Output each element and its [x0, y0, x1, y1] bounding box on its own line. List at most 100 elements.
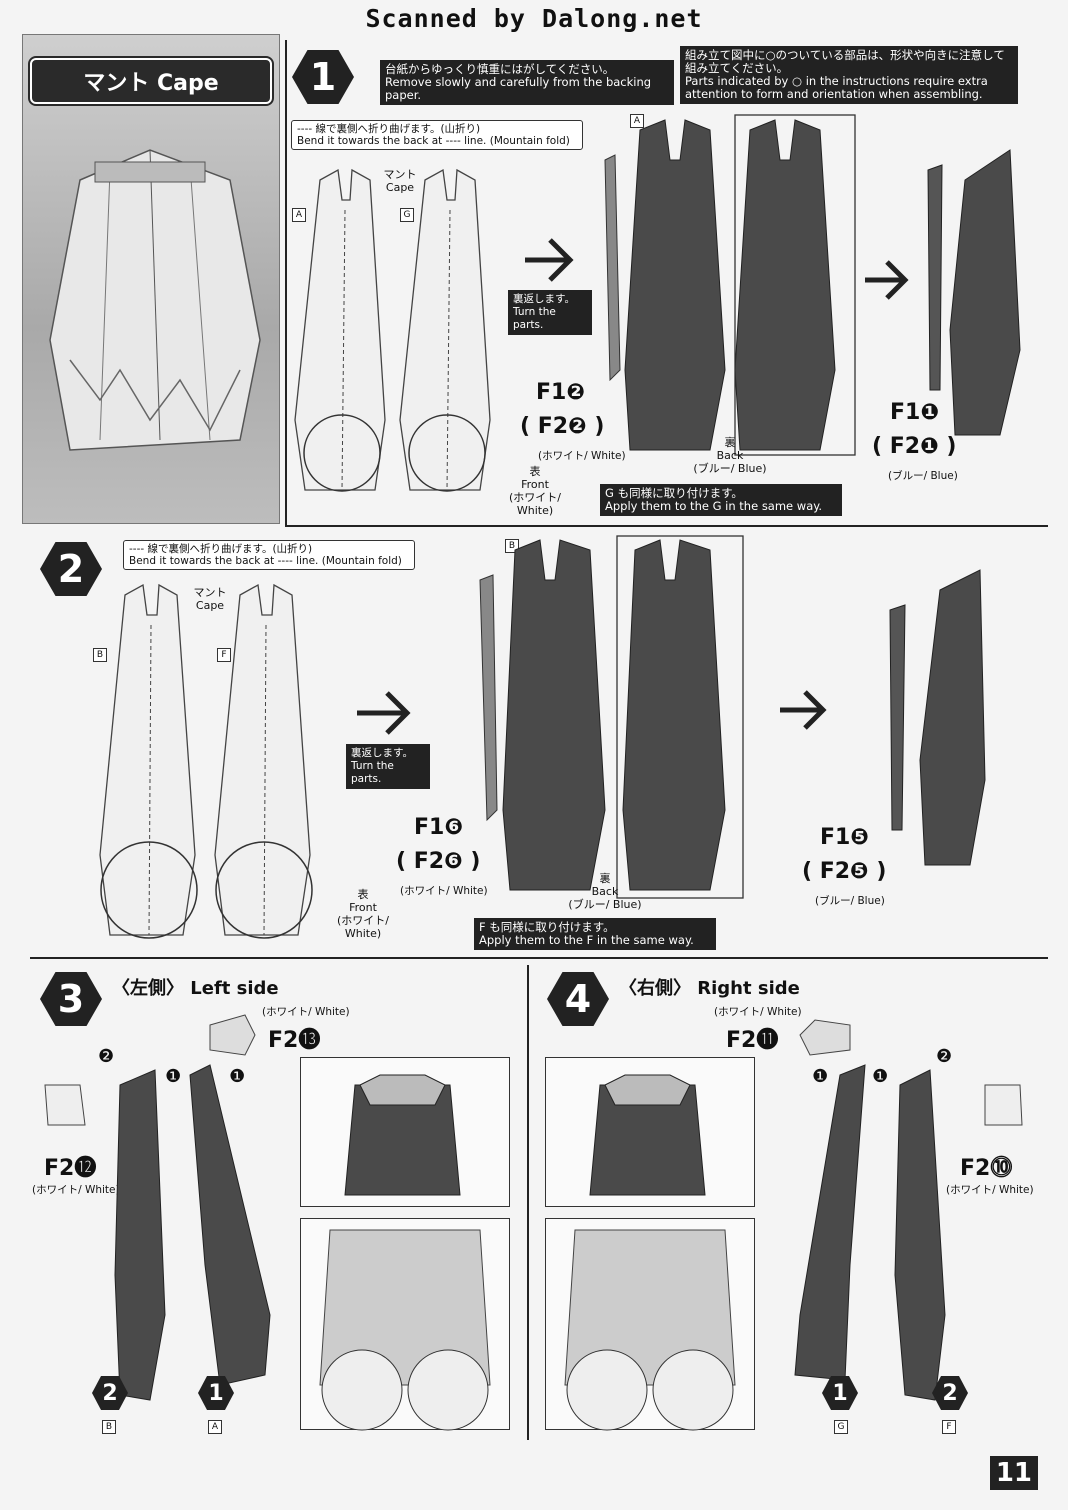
front-en: Front [521, 478, 549, 491]
step1-cape-label: マント Cape [380, 168, 420, 194]
step3-detail-top-illus [344, 1074, 461, 1196]
step1-front-sheets [294, 168, 491, 492]
step1-part-a2: ( F2❷ ) [520, 414, 605, 439]
cape-en: Cape [195, 599, 225, 612]
fold-jp: ---- 線で裏側へ折り曲げます。(山折り) [297, 123, 481, 135]
step3-assembly [44, 1014, 271, 1401]
step1-fold-note: ---- 線で裏側へ折り曲げます。(山折り) Bend it towards t… [291, 120, 583, 150]
step4-top-part: F2⓫ [726, 1028, 779, 1053]
cape-jp: マント [383, 168, 417, 181]
step2-arrow-1 [357, 691, 411, 735]
step2-part-a2: ( F2❻ ) [396, 849, 481, 874]
cape-en: Cape [385, 181, 415, 194]
step1-part-a: F1❷ [536, 380, 585, 405]
step2-part-a-color: (ホワイト/ White) [400, 885, 488, 897]
same-way-en: Apply them to the F in the same way. [479, 933, 694, 947]
turn-jp: 裏返します。 [351, 747, 413, 759]
step2-back-parts [479, 535, 744, 899]
step3-order-mark: ❶ [165, 1066, 182, 1087]
divider-2 [30, 957, 1048, 959]
attention-note: 組み立て図中に○のついている部品は、形状や向きに注意して 組み立てください。 P… [680, 46, 1018, 104]
front-jp: 表 [357, 888, 369, 901]
step3-order-mark: ❷ [98, 1046, 115, 1067]
note-en: Remove slowly and carefully from the bac… [385, 75, 652, 102]
step4-detail-bottom-illus [564, 1229, 736, 1431]
step4-order-mark: ❷ [936, 1046, 953, 1067]
step3-top-part: F2⓭ [268, 1028, 321, 1053]
step2-badge: 2 [40, 542, 102, 596]
turn-en: Turn the parts. [351, 760, 394, 785]
step2-turn-note: 裏返します。 Turn the parts. [346, 744, 430, 789]
step3-side-part: F2⓬ [44, 1156, 97, 1181]
note-line: Parts indicated by ○ in the instructions… [685, 74, 988, 88]
step4-order-mark: ❶ [872, 1066, 889, 1087]
back-color: (ブルー/ Blue) [693, 462, 767, 475]
step2-part-b2: ( F2❺ ) [802, 859, 887, 884]
step3-detail-bottom-illus [319, 1229, 491, 1431]
step4-side-part-color: (ホワイト/ White) [946, 1184, 1034, 1196]
note-line: 組み立て図中に○のついている部品は、形状や向きに注意して [685, 48, 1005, 62]
step1-part-b: F1❶ [890, 400, 939, 425]
turn-en: Turn the parts. [513, 306, 556, 331]
fold-en: Bend it towards the back at ---- line. (… [129, 555, 402, 567]
step2-front-label: 表 Front (ホワイト/ White) [318, 888, 408, 940]
divider-1 [285, 525, 1048, 527]
step2-arrow-2 [780, 690, 827, 730]
front-color: (ホワイト/ White) [509, 491, 561, 517]
step3-top-part-color: (ホワイト/ White) [262, 1006, 350, 1018]
note-line: attention to form and orientation when a… [685, 87, 983, 101]
cape-preview-illustration [49, 149, 261, 451]
step3-order-mark: ❶ [229, 1066, 246, 1087]
cape-jp: マント [193, 586, 227, 599]
front-en: Front [349, 901, 377, 914]
note-jp: 台紙からゆっくり慎重にはがしてください。 [385, 62, 615, 76]
step4-sheet-f: F [942, 1420, 956, 1434]
same-way-jp: F も同様に取り付けます。 [479, 920, 615, 934]
step1-assembled [927, 149, 1021, 436]
step4-top-part-color: (ホワイト/ White) [714, 1006, 802, 1018]
sheet-a-tag: A [292, 208, 306, 222]
fold-en: Bend it towards the back at ---- line. (… [297, 135, 570, 147]
same-way-en: Apply them to the G in the same way. [605, 499, 823, 513]
back-jp: 裏 [724, 436, 736, 449]
step1-front-label: 表 Front (ホワイト/ White) [490, 465, 580, 517]
step2-part-b-color: (ブルー/ Blue) [815, 895, 885, 907]
back-en: Back [591, 885, 619, 898]
step1-turn-note: 裏返します。 Turn the parts. [508, 290, 592, 335]
step3-title: 〈左側〉 Left side [112, 978, 279, 999]
step2-same-way: F も同様に取り付けます。 Apply them to the F in the… [474, 918, 716, 950]
divider-3 [527, 965, 529, 1440]
step4-sheet-g: G [834, 1420, 848, 1434]
sheet-back-tag: A [630, 114, 644, 128]
step4-detail-top-illus [589, 1074, 706, 1196]
back-jp: 裏 [599, 872, 611, 885]
back-en: Back [716, 449, 744, 462]
step1-same-way: G も同様に取り付けます。 Apply them to the G in the… [600, 484, 842, 516]
step1-part-a-color: (ホワイト/ White) [538, 450, 626, 462]
step2-cape-label: マント Cape [190, 586, 230, 612]
front-jp: 表 [529, 465, 541, 478]
step2-fold-note: ---- 線で裏側へ折り曲げます。(山折り) Bend it towards t… [123, 540, 415, 570]
front-color: (ホワイト/ White) [337, 914, 389, 940]
scan-credit: Scanned by Dalong.net [365, 4, 703, 33]
step2-front-sheets [99, 583, 313, 939]
step1-backing-note: 台紙からゆっくり慎重にはがしてください。 Remove slowly and c… [380, 60, 674, 105]
sheet-f-tag: F [217, 648, 231, 662]
step2-assembled [889, 569, 986, 866]
section-title: マント Cape [30, 58, 272, 104]
step2-back-label: 裏 Back (ブルー/ Blue) [565, 872, 645, 911]
step1-back-label: 裏 Back (ブルー/ Blue) [690, 436, 770, 475]
step1-arrow-2 [865, 260, 909, 300]
step4-assembly [794, 1019, 1023, 1401]
step4-side-part: F2⓾ [960, 1156, 1013, 1181]
step4-order-mark: ❶ [812, 1066, 829, 1087]
sheet-g-tag: G [400, 208, 414, 222]
step2-part-b: F1❺ [820, 825, 869, 850]
note-line: 組み立てください。 [685, 61, 789, 75]
step4-title: 〈右側〉 Right side [619, 978, 800, 999]
turn-jp: 裏返します。 [513, 293, 575, 305]
step3-sheet-a: A [208, 1420, 222, 1434]
step1-part-b-color: (ブルー/ Blue) [888, 470, 958, 482]
step2-part-a: F1❻ [414, 815, 463, 840]
step1-back-parts [604, 114, 856, 456]
